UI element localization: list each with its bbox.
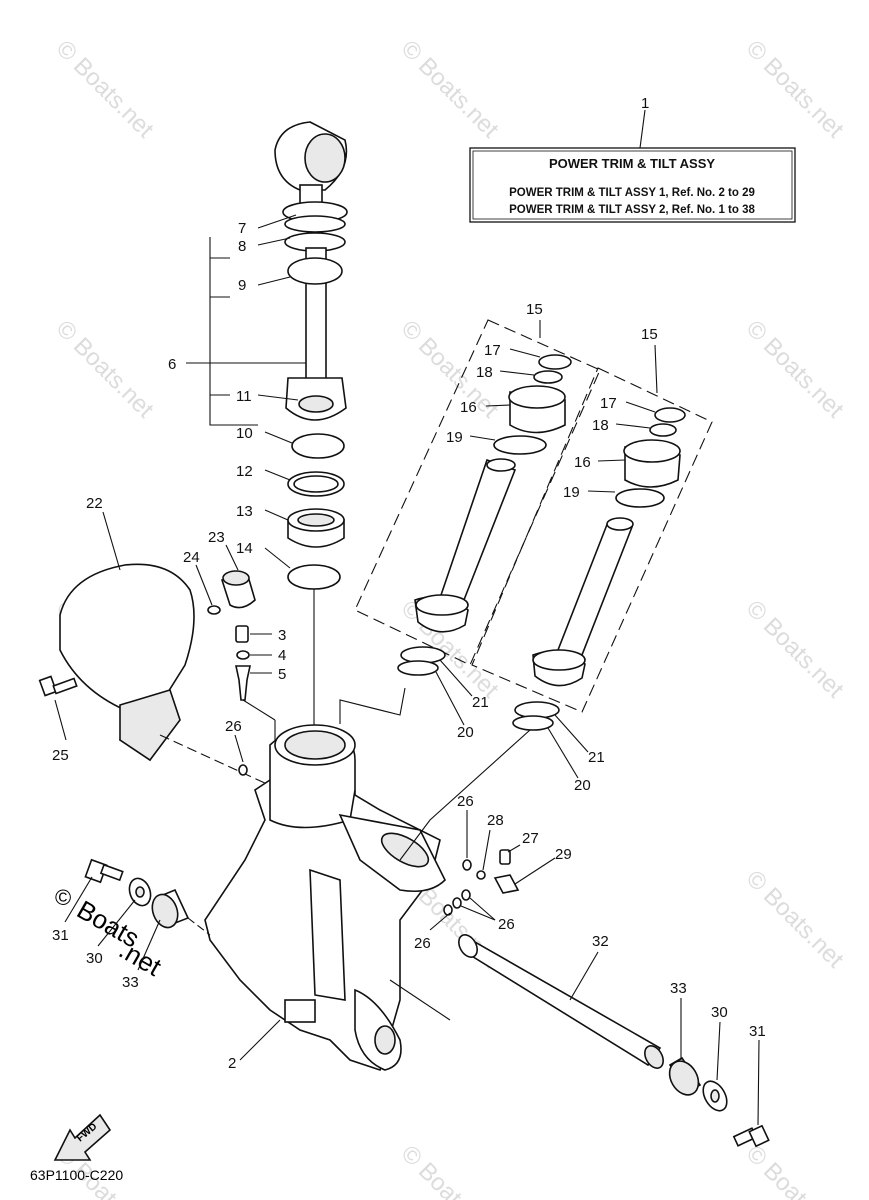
assembly-15-left-box xyxy=(354,319,601,666)
callout-19: 19 xyxy=(446,429,463,446)
o-ring-26 xyxy=(238,764,248,776)
bolt-25 xyxy=(38,675,78,697)
bushing-33-left-end xyxy=(151,893,179,929)
bushing-33-right-end xyxy=(668,1060,700,1096)
callout-27: 27 xyxy=(522,830,539,847)
bolt-31-right-head xyxy=(748,1124,770,1148)
callout-24: 24 xyxy=(183,549,200,566)
callout-21: 21 xyxy=(472,694,489,711)
callout-9: 9 xyxy=(238,277,246,294)
ball-28 xyxy=(476,870,486,880)
watermark: © Boats.net xyxy=(741,595,849,703)
callout-13: 13 xyxy=(236,503,253,520)
callout-28: 28 xyxy=(487,812,504,829)
callout-17: 17 xyxy=(600,395,617,412)
callout-6: 6 xyxy=(168,356,176,373)
plug-29 xyxy=(493,874,520,894)
washer-30-right-hole xyxy=(710,1089,720,1103)
callout-14: 14 xyxy=(236,540,253,557)
watermark: © Boats.net xyxy=(741,315,849,423)
bolt-31-left xyxy=(99,863,124,882)
valve-3 xyxy=(235,625,249,643)
diagram-code: 63P1100-C220 xyxy=(30,1167,123,1183)
callout-26: 26 xyxy=(457,793,474,810)
ring-12-inner xyxy=(293,475,339,493)
callout-18: 18 xyxy=(592,417,609,434)
watermark: © Boats.net xyxy=(51,315,159,423)
info-box: 1 POWER TRIM & TILT ASSY POWER TRIM & TI… xyxy=(469,95,796,223)
o-ring-10 xyxy=(291,433,345,459)
o-ring-14 xyxy=(287,564,341,590)
watermark: © Boats.net xyxy=(741,1140,849,1200)
bearing-23-end xyxy=(222,570,250,586)
callout-8: 8 xyxy=(238,238,246,255)
callout-2: 2 xyxy=(228,1055,236,1072)
valve-5 xyxy=(235,665,251,701)
callout-4: 4 xyxy=(278,647,286,664)
callout-1: 1 xyxy=(641,95,649,112)
connector-line xyxy=(339,687,406,724)
watermark: © Boats.net xyxy=(741,865,849,973)
callout-26: 26 xyxy=(498,916,515,933)
o-ring-26 xyxy=(443,904,453,916)
callout-32: 32 xyxy=(592,933,609,950)
connector-line xyxy=(399,729,531,861)
watermark: © Boats.net xyxy=(51,35,159,143)
callout-30: 30 xyxy=(711,1004,728,1021)
o-ring-26 xyxy=(461,889,471,901)
cover-22-flange xyxy=(119,689,181,762)
callout-22: 22 xyxy=(86,495,103,512)
callout-16: 16 xyxy=(574,454,591,471)
callout-31: 31 xyxy=(749,1023,766,1040)
trim-cylinder-right xyxy=(512,407,686,731)
callout-18: 18 xyxy=(476,364,493,381)
callout-25: 25 xyxy=(52,747,69,764)
o-ring-4 xyxy=(236,650,250,660)
info-box-line1: POWER TRIM & TILT ASSY 1, Ref. No. 2 to … xyxy=(509,187,755,199)
callout-3: 3 xyxy=(278,627,286,644)
callout-15: 15 xyxy=(641,326,658,343)
callout-30: 30 xyxy=(86,950,103,967)
leader-lines xyxy=(54,214,760,1126)
callout-33: 33 xyxy=(122,974,139,991)
callout-26: 26 xyxy=(225,718,242,735)
assembly-15-right-box xyxy=(471,367,713,713)
callout-20: 20 xyxy=(457,724,474,741)
trim-cylinder-left xyxy=(397,354,572,676)
watermark: © Boats.net xyxy=(741,35,849,143)
main-body-2 xyxy=(204,724,451,1072)
callouts: 7 8 9 6 11 10 12 13 14 22 23 24 3 4 5 26… xyxy=(52,220,766,1072)
callout-26: 26 xyxy=(414,935,431,952)
callout-15: 15 xyxy=(526,301,543,318)
callout-31: 31 xyxy=(52,927,69,944)
info-box-title: POWER TRIM & TILT ASSY xyxy=(549,156,715,171)
callout-7: 7 xyxy=(238,220,246,237)
watermark: © Boats.net xyxy=(396,1140,504,1200)
washer-30-left-hole xyxy=(135,886,145,898)
callout-17: 17 xyxy=(484,342,501,359)
pin-27 xyxy=(499,849,511,865)
pin-32 xyxy=(458,934,664,1069)
callout-11: 11 xyxy=(236,388,252,405)
svg-text:©: © xyxy=(55,885,71,910)
callout-12: 12 xyxy=(236,463,253,480)
callout-29: 29 xyxy=(555,846,572,863)
tilt-rod-assembly xyxy=(274,121,348,421)
o-ring-26 xyxy=(462,859,472,871)
info-box-line2: POWER TRIM & TILT ASSY 2, Ref. No. 1 to … xyxy=(509,204,755,216)
seal-13-hole xyxy=(297,513,335,527)
callout-33: 33 xyxy=(670,980,687,997)
callout-5: 5 xyxy=(278,666,286,683)
callout-16: 16 xyxy=(460,399,477,416)
callout-21: 21 xyxy=(588,749,605,766)
callout-23: 23 xyxy=(208,529,225,546)
o-ring-24 xyxy=(207,605,221,615)
callout-20: 20 xyxy=(574,777,591,794)
watermark: © Boats.net xyxy=(396,35,504,143)
o-ring-26 xyxy=(452,897,462,909)
callout-19: 19 xyxy=(563,484,580,501)
fwd-arrow: FWD xyxy=(53,1113,112,1161)
callout-10: 10 xyxy=(236,425,253,442)
